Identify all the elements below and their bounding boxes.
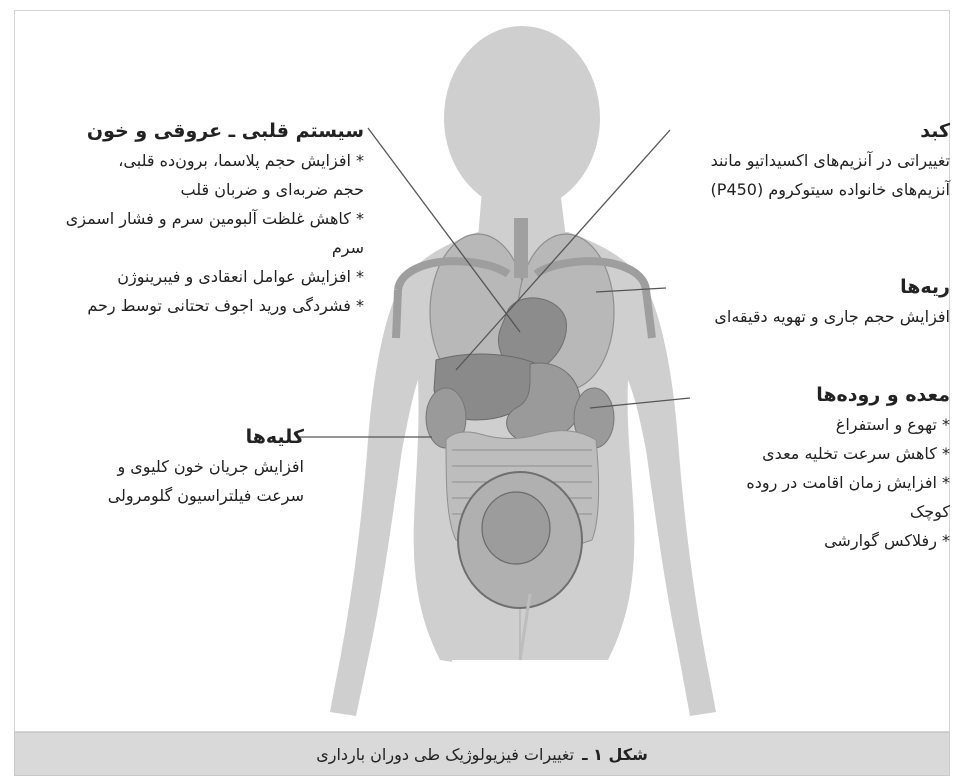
label-lungs-line-1: افزایش حجم جاری و تهویه دقیقه‌ای — [650, 302, 950, 331]
label-lungs: ریه‌ها افزایش حجم جاری و تهویه دقیقه‌ای — [650, 272, 950, 331]
label-gi-line-5: * رفلاکس گوارشی — [670, 526, 950, 555]
figure-caption: شکل ۱ ـ تغییرات فیزیولوژیک طی دوران بارد… — [14, 732, 950, 776]
label-liver-line-1: تغییراتی در آنزیم‌های اکسیداتیو مانند — [650, 146, 950, 175]
figure-caption-label: شکل ۱ ـ — [582, 745, 648, 764]
label-liver: کبد تغییراتی در آنزیم‌های اکسیداتیو مانن… — [650, 116, 950, 204]
label-kidneys-line-2: سرعت فیلتراسیون گلومرولی — [24, 481, 304, 510]
label-lungs-title: ریه‌ها — [650, 272, 950, 302]
label-gi-line-3: * افزایش زمان اقامت در روده — [670, 468, 950, 497]
label-cardio-line-4: سرم — [4, 233, 364, 262]
label-gi: معده و روده‌ها * تهوع و استفراغ * کاهش س… — [670, 380, 950, 555]
label-liver-title: کبد — [650, 116, 950, 146]
label-gi-line-1: * تهوع و استفراغ — [670, 410, 950, 439]
label-cardio-title: سیستم قلبی ـ عروقی و خون — [4, 116, 364, 146]
label-liver-line-2: آنزیم‌های خانواده سیتوکروم (P450) — [650, 175, 950, 204]
label-cardio-line-1: * افزایش حجم پلاسما، برون‌ده قلبی، — [4, 146, 364, 175]
label-gi-title: معده و روده‌ها — [670, 380, 950, 410]
label-cardio: سیستم قلبی ـ عروقی و خون * افزایش حجم پل… — [4, 116, 364, 320]
label-cardio-line-5: * افزایش عوامل انعقادی و فیبرینوژن — [4, 262, 364, 291]
label-cardio-line-6: * فشردگی ورید اجوف تحتانی توسط رحم — [4, 291, 364, 320]
label-gi-line-4: کوچک — [670, 497, 950, 526]
label-gi-line-2: * کاهش سرعت تخلیه معدی — [670, 439, 950, 468]
figure-caption-text: تغییرات فیزیولوژیک طی دوران بارداری — [316, 745, 574, 764]
label-kidneys: کلیه‌ها افزایش جریان خون کلیوی و سرعت فی… — [24, 422, 304, 510]
fetus-shape — [482, 492, 550, 564]
label-cardio-line-2: حجم ضربه‌ای و ضربان قلب — [4, 175, 364, 204]
label-kidneys-line-1: افزایش جریان خون کلیوی و — [24, 452, 304, 481]
label-cardio-line-3: * کاهش غلظت آلبومین سرم و فشار اسمزی — [4, 204, 364, 233]
label-kidneys-title: کلیه‌ها — [24, 422, 304, 452]
